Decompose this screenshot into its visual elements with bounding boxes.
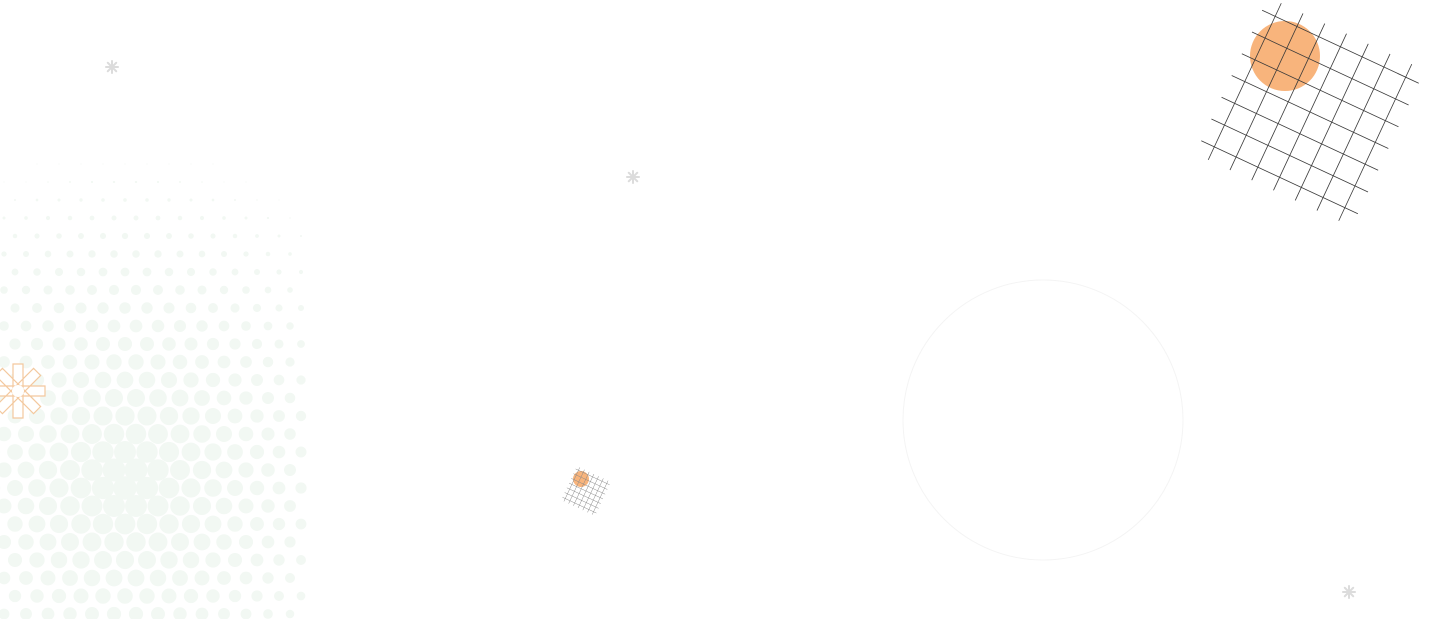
- large-grid-decoration: [1201, 3, 1419, 221]
- sparkle-icon: [1342, 585, 1356, 599]
- grid-line: [562, 497, 597, 514]
- asterisk-outline-icon: [0, 363, 46, 419]
- halftone-dots-icon: [0, 163, 307, 619]
- grid-line: [1231, 75, 1389, 149]
- small-orange-circle-icon: [573, 471, 589, 487]
- grid-line: [566, 487, 601, 504]
- grid-line: [1294, 43, 1369, 201]
- grid-line: [1221, 96, 1379, 171]
- grid-line: [1338, 63, 1413, 221]
- grid-line: [1201, 140, 1359, 215]
- faint-circle-outline: [902, 279, 1184, 561]
- grid-line: [1316, 53, 1391, 211]
- sparkle-icon: [626, 170, 640, 184]
- sparkle-group: [105, 60, 1356, 599]
- orange-circle-icon: [1250, 21, 1320, 91]
- grid-line: [564, 492, 599, 509]
- diagonal-grid-icon: [1201, 3, 1419, 221]
- sparkle-icon: [105, 60, 119, 74]
- small-grid-decoration: [562, 467, 610, 515]
- grid-line: [582, 476, 599, 511]
- grid-line: [592, 480, 609, 515]
- grid-line: [568, 482, 604, 500]
- grid-line: [587, 478, 604, 513]
- small-diagonal-grid-icon: [562, 467, 610, 515]
- grid-line: [1211, 118, 1369, 193]
